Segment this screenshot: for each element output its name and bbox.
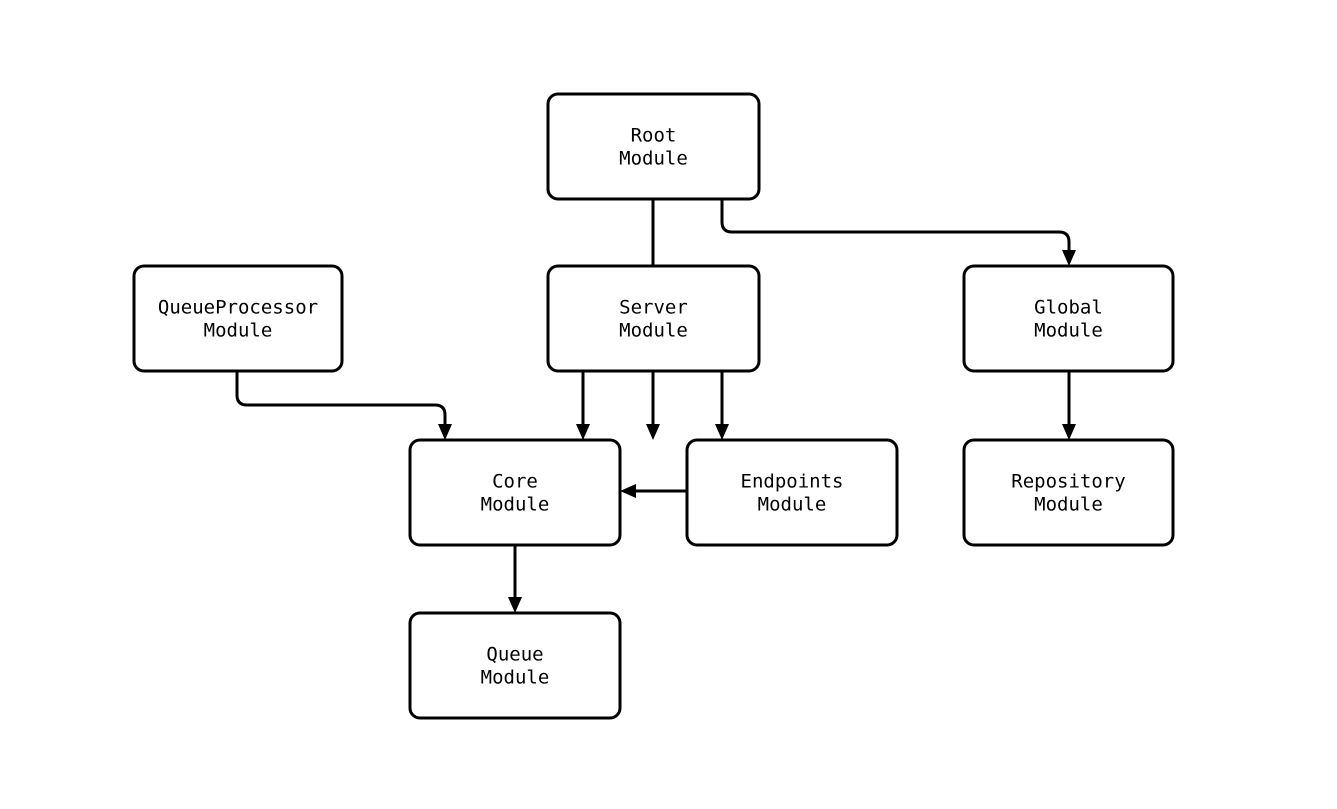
node-label-line1: Repository [1011,470,1125,492]
node-label-line2: Module [481,666,550,688]
node-box[interactable] [546,92,761,201]
node-box[interactable] [685,438,899,547]
node-label-line2: Module [1034,319,1103,341]
node-box[interactable] [408,438,622,547]
node-label-line2: Module [204,319,273,341]
arrow-head-icon [438,424,452,440]
node-label-line1: Global [1034,296,1103,318]
node-label-line1: Endpoints [741,470,844,492]
edge-line [720,199,1071,250]
node-label-line2: Module [619,319,688,341]
edge-server-core [576,371,590,440]
node-label-line2: Module [481,493,550,515]
arrow-head-icon [620,484,636,498]
node-box[interactable] [546,264,761,373]
edge-root-global [720,199,1076,266]
node-label-line1: Queue [486,643,543,665]
edge-server-endpoints [715,371,729,440]
node-box[interactable] [408,611,622,720]
arrow-head-icon [1062,250,1076,266]
node-label-line1: Root [631,124,677,146]
node-box[interactable] [132,264,344,373]
node-box[interactable] [962,438,1175,547]
arrow-head-icon [1062,424,1076,440]
node-label-line2: Module [758,493,827,515]
edges-layer [235,199,1076,613]
node-label-line2: Module [619,147,688,169]
arrow-head-icon [646,424,660,440]
node-box[interactable] [962,264,1175,373]
arrow-head-icon [508,597,522,613]
arrow-head-icon [715,424,729,440]
arrow-head-icon [576,424,590,440]
node-label-line1: QueueProcessor [158,296,318,318]
edge-queueprocessor-core [235,371,452,440]
edge-global-repository [1062,371,1076,440]
edge-line [235,371,447,424]
node-label-line1: Server [619,296,688,318]
edge-core-queue [508,545,522,613]
edge-endpoints-core [620,484,687,498]
node-label-line1: Core [492,470,538,492]
node-label-line2: Module [1034,493,1103,515]
